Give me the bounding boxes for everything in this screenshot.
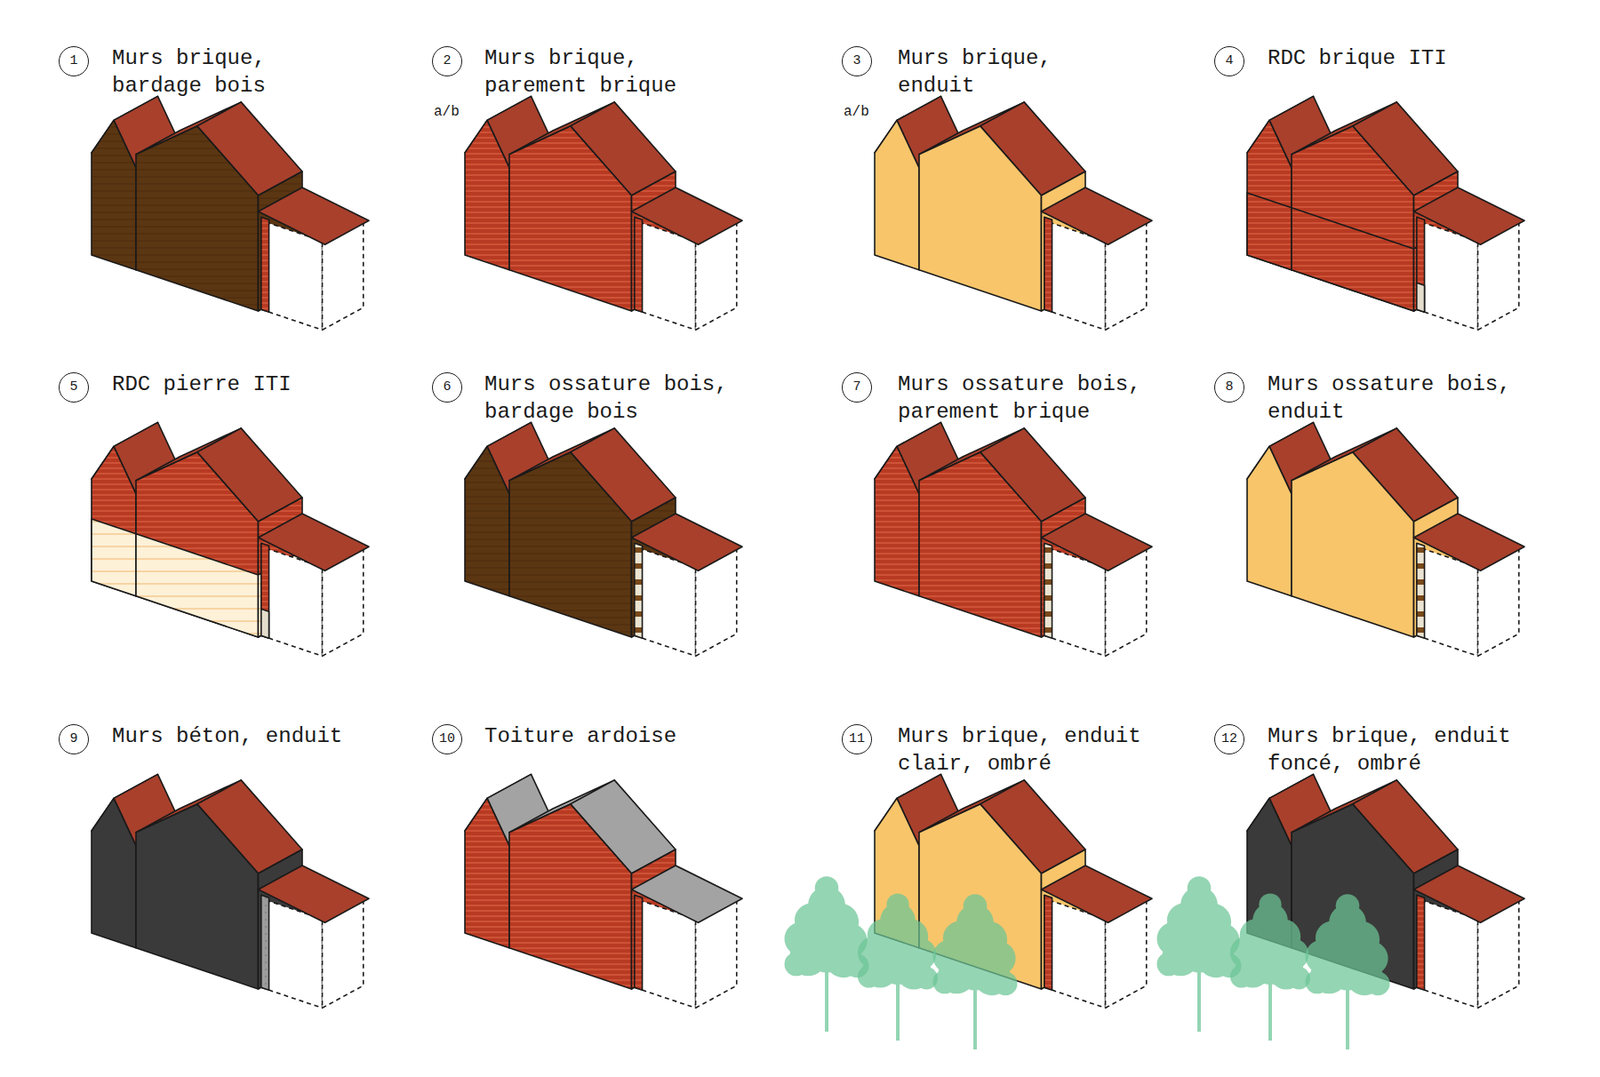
callout-number: 4	[1214, 46, 1245, 77]
wall-section	[261, 216, 270, 312]
panel-title: Murs ossature bois, bardage bois	[484, 370, 738, 426]
tree	[1230, 893, 1311, 1041]
house-volume	[91, 422, 369, 656]
callout-number: 8	[1214, 372, 1245, 403]
panel-title: Murs brique, bardage bois	[112, 44, 366, 100]
callout-number: 11	[841, 724, 872, 755]
wall-section	[634, 216, 643, 312]
wall	[464, 798, 510, 948]
panel-title: Murs brique, parement brique	[484, 44, 738, 100]
panel-title: RDC brique ITI	[1267, 44, 1521, 72]
wall-section	[1044, 895, 1053, 991]
house-volume	[1247, 774, 1525, 1008]
callout-number: 10	[432, 724, 463, 755]
wall	[91, 798, 136, 948]
callout-number: 12	[1214, 724, 1245, 755]
house-volume	[464, 422, 743, 656]
wall-section	[1044, 543, 1053, 639]
wall-section	[1416, 216, 1425, 312]
panel-title: Murs brique, enduit	[897, 44, 1076, 100]
wall	[136, 804, 259, 990]
house-volume	[464, 96, 743, 330]
roof	[1041, 865, 1153, 923]
wall-section	[634, 895, 643, 991]
wall	[919, 452, 1042, 638]
roof	[1414, 865, 1526, 923]
house-volume	[1247, 96, 1525, 330]
callout-number: 1	[58, 46, 89, 77]
roof	[1041, 513, 1153, 571]
panel-title: Murs ossature bois, parement brique	[897, 370, 1152, 426]
wall-section	[634, 543, 643, 639]
wall-section	[261, 895, 270, 991]
house-volume	[874, 774, 1152, 1008]
wall	[464, 120, 510, 270]
insulation	[1416, 282, 1425, 312]
roof	[258, 187, 370, 245]
ground-floor	[91, 519, 136, 597]
panel-title: Murs ossature bois, enduit	[1267, 370, 1521, 426]
callout-number: 9	[58, 724, 89, 755]
wall-section	[1044, 216, 1053, 312]
tree	[933, 894, 1018, 1050]
house-volume	[1247, 422, 1525, 656]
roof	[1041, 187, 1153, 245]
wall-section	[1416, 895, 1425, 991]
house-volume	[464, 774, 743, 1008]
wall	[1291, 452, 1415, 638]
wall	[91, 446, 136, 596]
panel-title: Toiture ardoise	[484, 722, 738, 751]
tree	[857, 893, 938, 1041]
ground-floor	[1247, 192, 1292, 271]
tree	[1157, 876, 1242, 1032]
roof	[258, 865, 370, 923]
roof	[632, 187, 744, 245]
tree	[784, 876, 870, 1032]
callout-number: 5	[58, 372, 89, 403]
callout-number: 6	[432, 372, 463, 403]
callout-number: 2	[432, 46, 463, 77]
callout-number: 3	[841, 46, 872, 77]
panel-title: RDC pierre ITI	[112, 370, 366, 399]
wall	[1247, 446, 1292, 596]
roof	[632, 513, 744, 571]
wall	[136, 452, 259, 638]
wall	[464, 446, 510, 596]
wall	[509, 804, 632, 990]
callout-number: 7	[841, 372, 872, 403]
wall	[874, 446, 920, 596]
wall-section	[1416, 543, 1425, 639]
wall	[509, 452, 632, 638]
roof	[632, 865, 744, 923]
wall	[509, 126, 632, 312]
wall	[919, 126, 1042, 312]
ground-floor	[136, 534, 259, 638]
house-volume	[874, 422, 1152, 656]
tree	[1305, 894, 1391, 1050]
wall	[1291, 126, 1415, 312]
panel-title: Murs brique, enduit clair, ombré	[897, 722, 1152, 778]
roof	[1414, 187, 1526, 245]
panel-title: Murs brique, enduit foncé, ombré	[1267, 722, 1521, 778]
wall-section	[261, 543, 270, 639]
panel-title: Murs béton, enduit	[112, 722, 366, 751]
variant-note: a/b	[843, 104, 870, 120]
house-volume	[874, 96, 1152, 330]
wall	[136, 126, 259, 312]
wall	[1247, 120, 1292, 270]
wall	[874, 120, 920, 270]
insulation	[261, 608, 270, 639]
roof	[258, 513, 370, 571]
house-volume	[91, 96, 369, 330]
house-volume	[91, 774, 369, 1008]
roof	[1414, 513, 1526, 571]
variant-note: a/b	[433, 104, 460, 120]
wall	[91, 120, 136, 270]
ground-floor	[1291, 208, 1415, 312]
